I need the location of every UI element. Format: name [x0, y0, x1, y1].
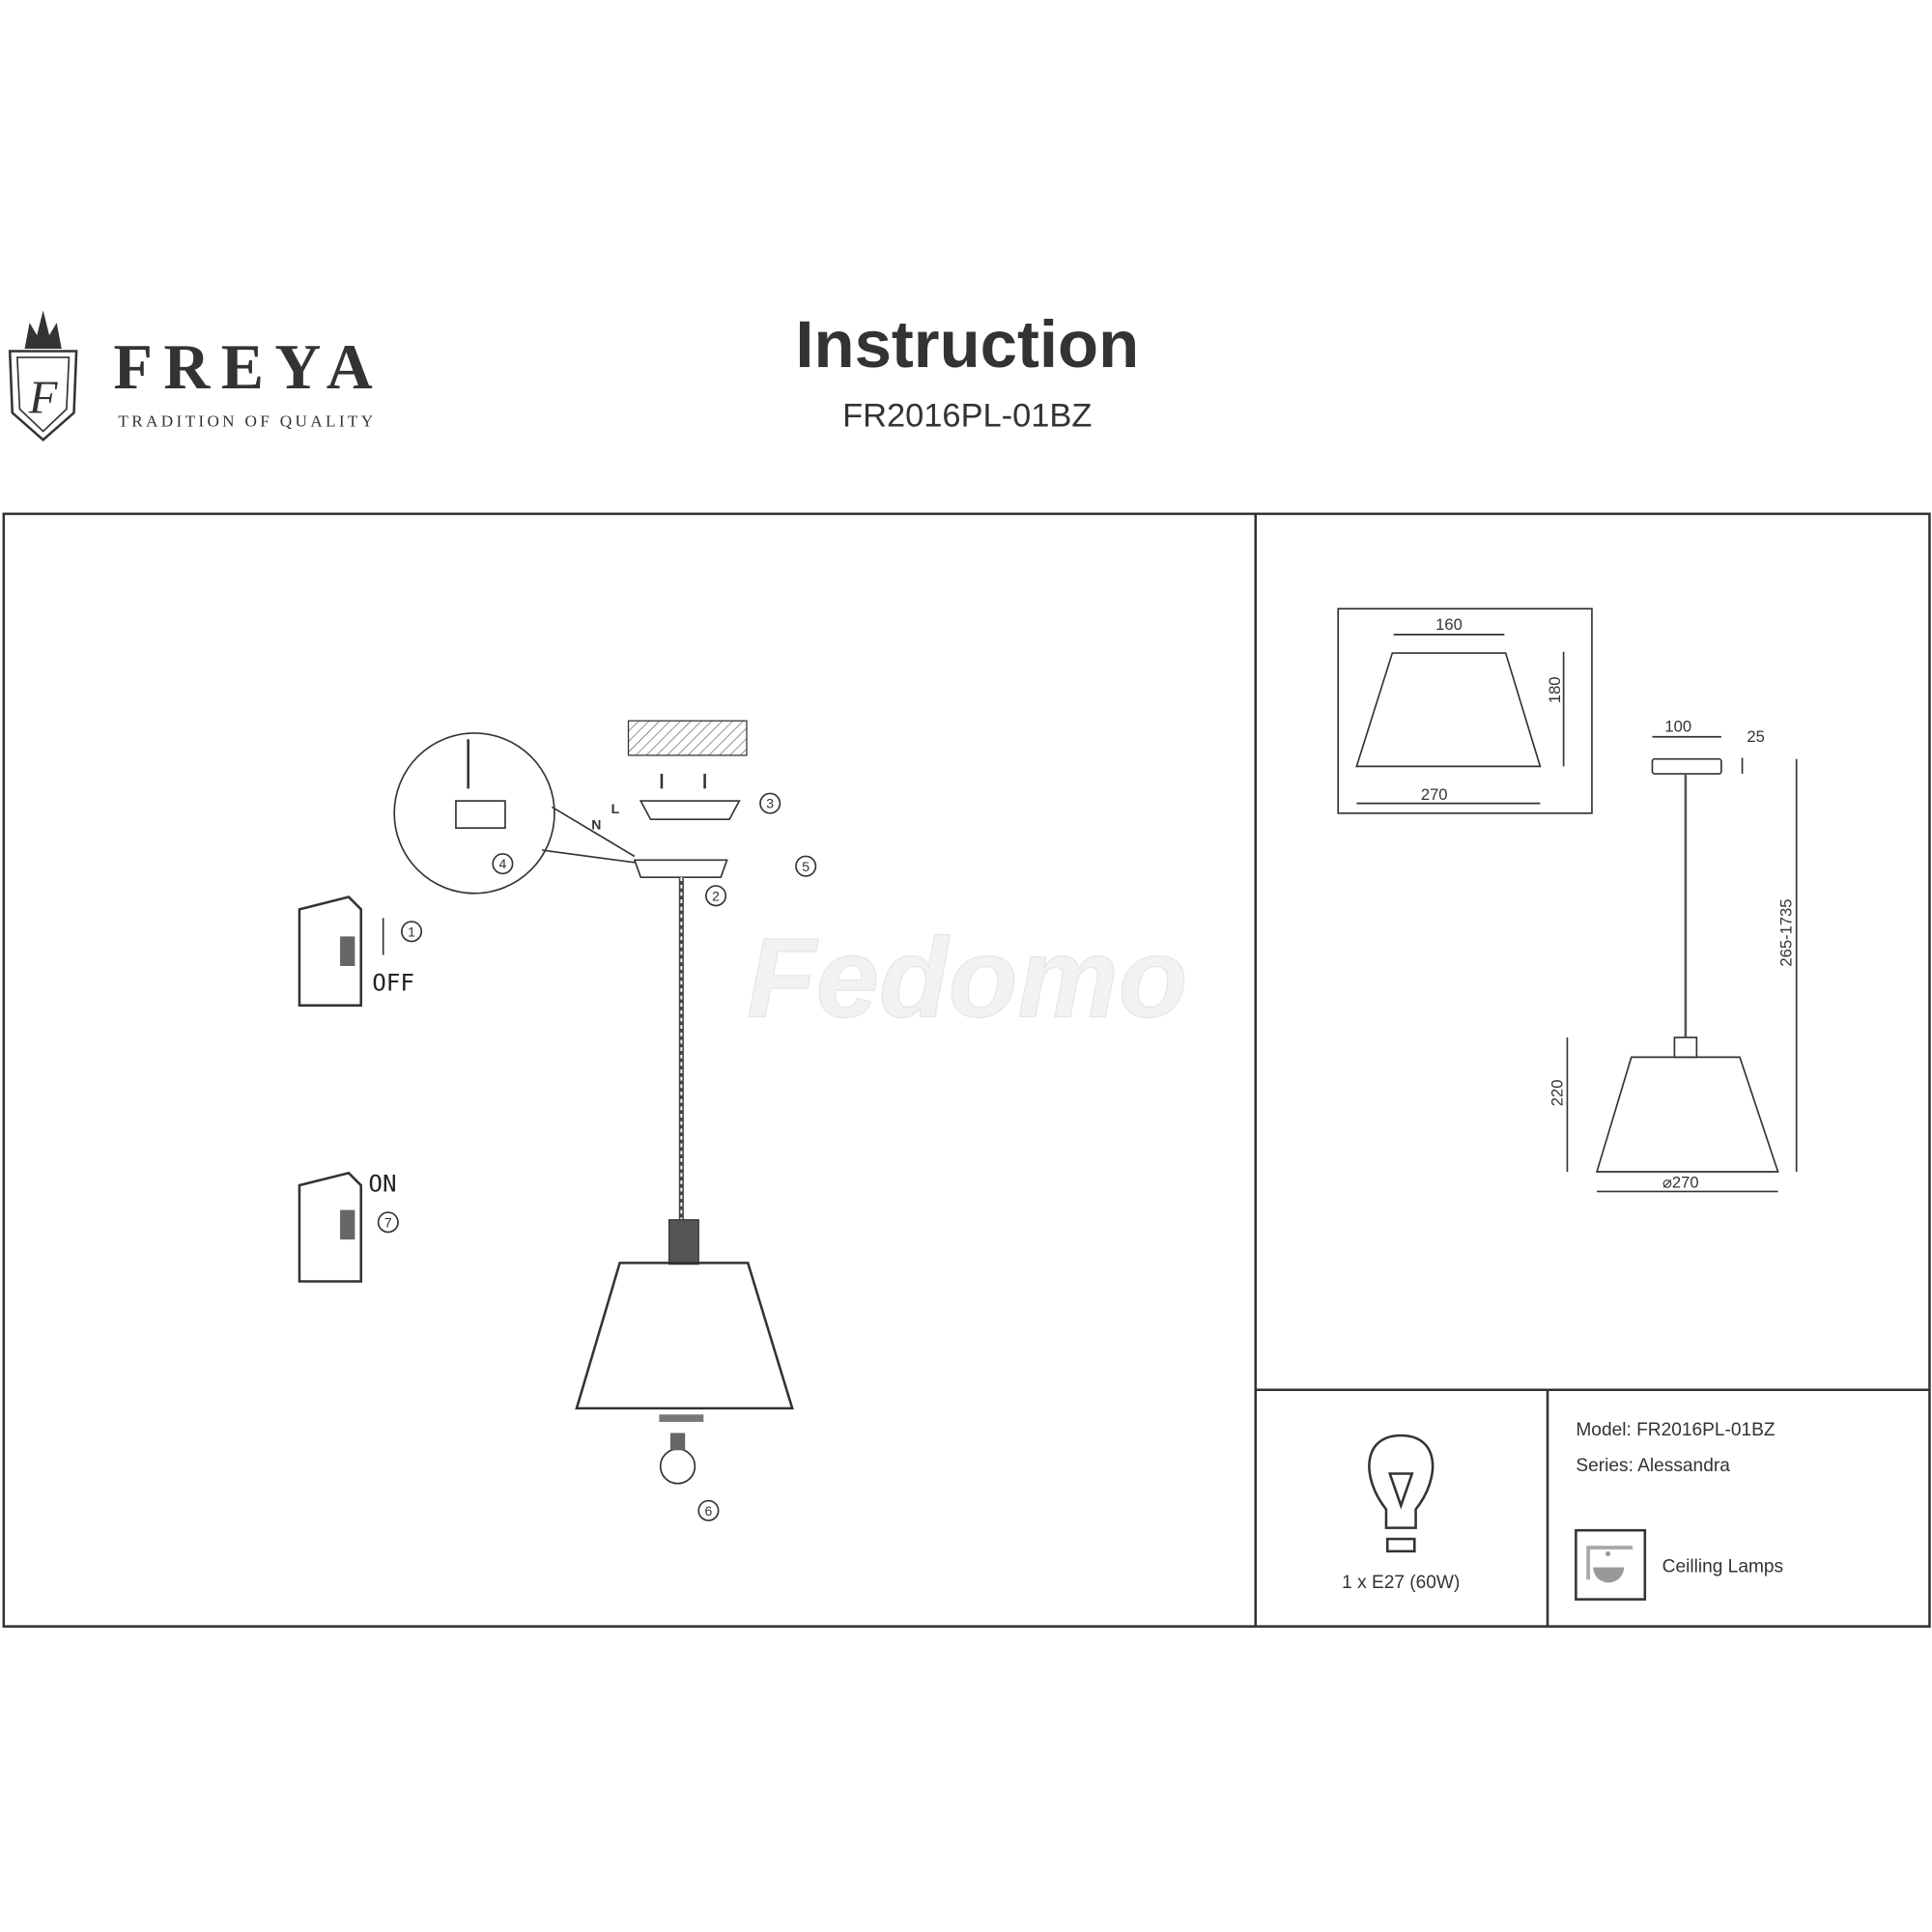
step-2: 2: [712, 888, 720, 903]
dim-total-height: 265-1735: [1777, 899, 1796, 967]
step-7: 7: [384, 1214, 392, 1230]
dim-canopy-diameter: 100: [1664, 718, 1691, 736]
step-4: 4: [499, 856, 507, 871]
switch-off-label: OFF: [372, 970, 414, 997]
wiring-detail: [393, 732, 555, 895]
switch-off-icon: [298, 895, 384, 1008]
wire-n-label: N: [591, 816, 601, 832]
step-1: 1: [408, 923, 415, 939]
crown-icon: [24, 310, 62, 349]
model-code: FR2016PL-01BZ: [842, 397, 1092, 434]
step-markers: 1 2 3 4 5 6 7: [377, 792, 817, 1521]
spec-category: Ceilling Lamps: [1662, 1557, 1783, 1577]
shield-icon: [8, 350, 78, 442]
lamp-shade: [575, 1262, 794, 1410]
brand-name: FREYA: [113, 332, 384, 403]
spec-series: Series: Alessandra: [1576, 1456, 1730, 1476]
page-title: Instruction: [795, 307, 1139, 382]
dimension-drawings: 160 180 270 100 25 265-1735 220 ⌀270: [1337, 608, 1798, 1193]
spec-model: Model: FR2016PL-01BZ: [1576, 1420, 1776, 1440]
dim-lamp-height: 220: [1548, 1080, 1566, 1107]
switch-on-icon: [298, 1171, 362, 1283]
step-6: 6: [705, 1503, 713, 1519]
step-5: 5: [802, 859, 810, 874]
assembly-diagram: N L 1 2 3 4 5 6 7 OFF ON Fedomo: [298, 720, 1188, 1521]
dim-shade-bottom: 270: [1421, 785, 1448, 804]
ceiling-lamp-icon: [1575, 1528, 1647, 1601]
bulb-icon: [659, 1448, 696, 1485]
ceiling: [627, 720, 748, 756]
dim-shade-height: 180: [1546, 676, 1564, 703]
step-3: 3: [766, 796, 774, 811]
dim-lamp-diameter: ⌀270: [1662, 1174, 1699, 1192]
dim-canopy-height: 25: [1747, 727, 1764, 746]
freya-logo: F FREYA TRADITION OF QUALITY: [8, 310, 384, 442]
wire-l-label: L: [611, 801, 620, 816]
content-frame: [2, 512, 1931, 1628]
switch-on-label: ON: [368, 1170, 396, 1197]
brand-tagline: TRADITION OF QUALITY: [118, 412, 376, 430]
watermark: Fedomo: [747, 914, 1187, 1040]
bulb-spec-text: 1 x E27 (60W): [1342, 1573, 1460, 1593]
lightbulb-icon: [1368, 1434, 1435, 1529]
bulb-spec: 1 x E27 (60W): [1342, 1434, 1460, 1593]
logo-monogram: F: [28, 372, 58, 423]
dim-shade-top: 160: [1435, 615, 1463, 634]
